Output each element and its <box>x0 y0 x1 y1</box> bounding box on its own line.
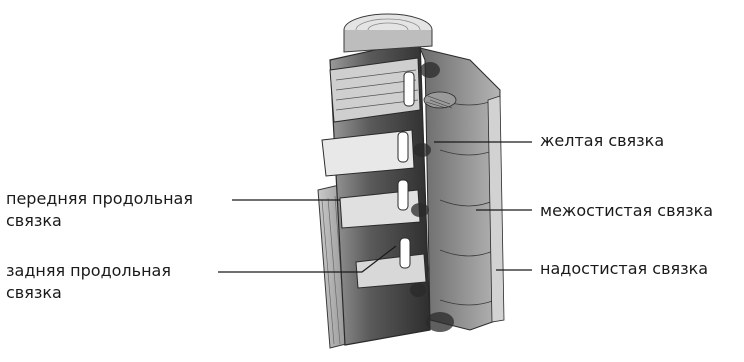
label-anterior-line1: передняя продольная <box>6 188 193 210</box>
ligamentum-flavum-shape <box>424 92 456 108</box>
label-ligamentum-flavum: желтая связка <box>540 130 664 152</box>
label-posterior-line1: задняя продольная <box>6 260 171 282</box>
label-anterior-longitudinal-ligament: передняя продольная связка <box>6 188 193 232</box>
label-interspinous-ligament: межостистая связка <box>540 200 713 222</box>
posterior-elements-shape <box>420 48 500 330</box>
label-supraspinous-ligament: надостистая связка <box>540 258 708 280</box>
label-posterior-line2: связка <box>6 282 171 304</box>
label-posterior-longitudinal-ligament: задняя продольная связка <box>6 260 171 304</box>
label-anterior-line2: связка <box>6 210 193 232</box>
